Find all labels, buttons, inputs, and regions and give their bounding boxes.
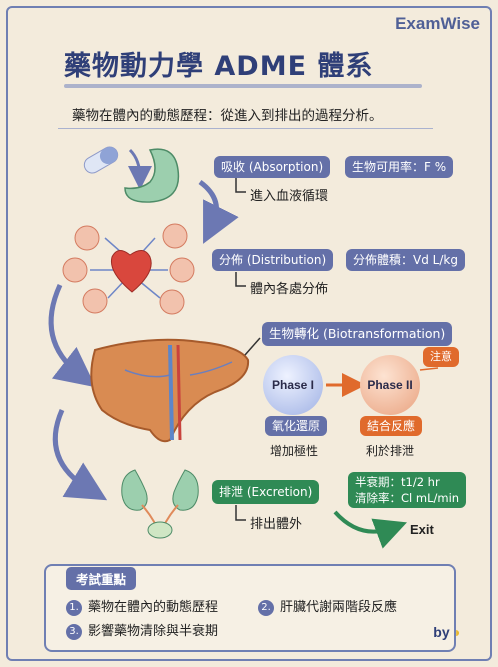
organs-cluster-icon — [62, 223, 195, 315]
distribution-note: 體內各處分佈 — [250, 282, 329, 297]
phase1-circle: Phase I — [263, 355, 323, 415]
liver-vessel — [168, 344, 174, 441]
volume-of-distribution-tag: 分佈體積：Vd L/kg — [346, 249, 465, 271]
phase2-circle: Phase II — [360, 355, 420, 415]
kidney-icon — [121, 469, 199, 539]
clearance-label: 清除率：Cl mL/min — [355, 491, 460, 505]
phase2-reaction-tag: 結合反應 — [360, 416, 423, 436]
exam-points-title: 考試重點 — [66, 567, 137, 590]
excretion-metrics-tag: 半衰期：t1/2 hr 清除率：Cl mL/min — [348, 472, 467, 508]
phase1-reaction-tag: 氧化還原 — [265, 416, 328, 436]
stomach-icon — [124, 148, 180, 203]
subtitle: 藥物在體內的動態歷程：從進入到排出的過程分析。 — [72, 108, 383, 124]
absorption-note: 進入血液循環 — [250, 189, 329, 204]
heart-icon — [110, 250, 152, 293]
bioavailability-tag: 生物可用率：F % — [345, 156, 454, 178]
phase1-effect: 增加極性 — [270, 444, 319, 458]
exam-point-3: 3.影響藥物清除與半衰期 — [66, 620, 218, 640]
arrow-distribution-liver — [48, 283, 96, 388]
absorption-tag: 吸收 (Absorption) — [214, 156, 331, 178]
alert-badge: 注意 — [423, 347, 459, 367]
arrow-exit — [333, 510, 407, 549]
signature: by ◗ — [433, 624, 462, 640]
arrow-absorption-distribution — [198, 179, 239, 244]
biotransformation-tag: 生物轉化 (Biotransformation) — [262, 322, 453, 346]
pill-icon — [83, 146, 119, 174]
exam-point-2: 2.肝臟代謝兩階段反應 — [258, 596, 397, 616]
exam-point-1: 1.藥物在體內的動態歷程 — [66, 596, 218, 616]
excretion-tag: 排泄 (Excretion) — [212, 480, 320, 504]
distribution-tag: 分佈 (Distribution) — [212, 249, 334, 271]
half-life-label: 半衰期：t1/2 hr — [355, 475, 440, 489]
excretion-note: 排出體外 — [250, 517, 303, 532]
title-underline — [64, 84, 422, 88]
brand-logo: ExamWise — [395, 14, 480, 33]
page-title: 藥物動力學 ADME 體系 — [64, 51, 374, 82]
poster-frame — [6, 6, 492, 661]
divider — [58, 128, 433, 129]
arrow-liver-kidney — [52, 408, 108, 501]
pill-arrow — [127, 148, 152, 190]
banana-icon: ◗ — [453, 624, 462, 640]
exit-label: Exit — [410, 522, 434, 537]
phase2-effect: 利於排泄 — [366, 444, 415, 458]
